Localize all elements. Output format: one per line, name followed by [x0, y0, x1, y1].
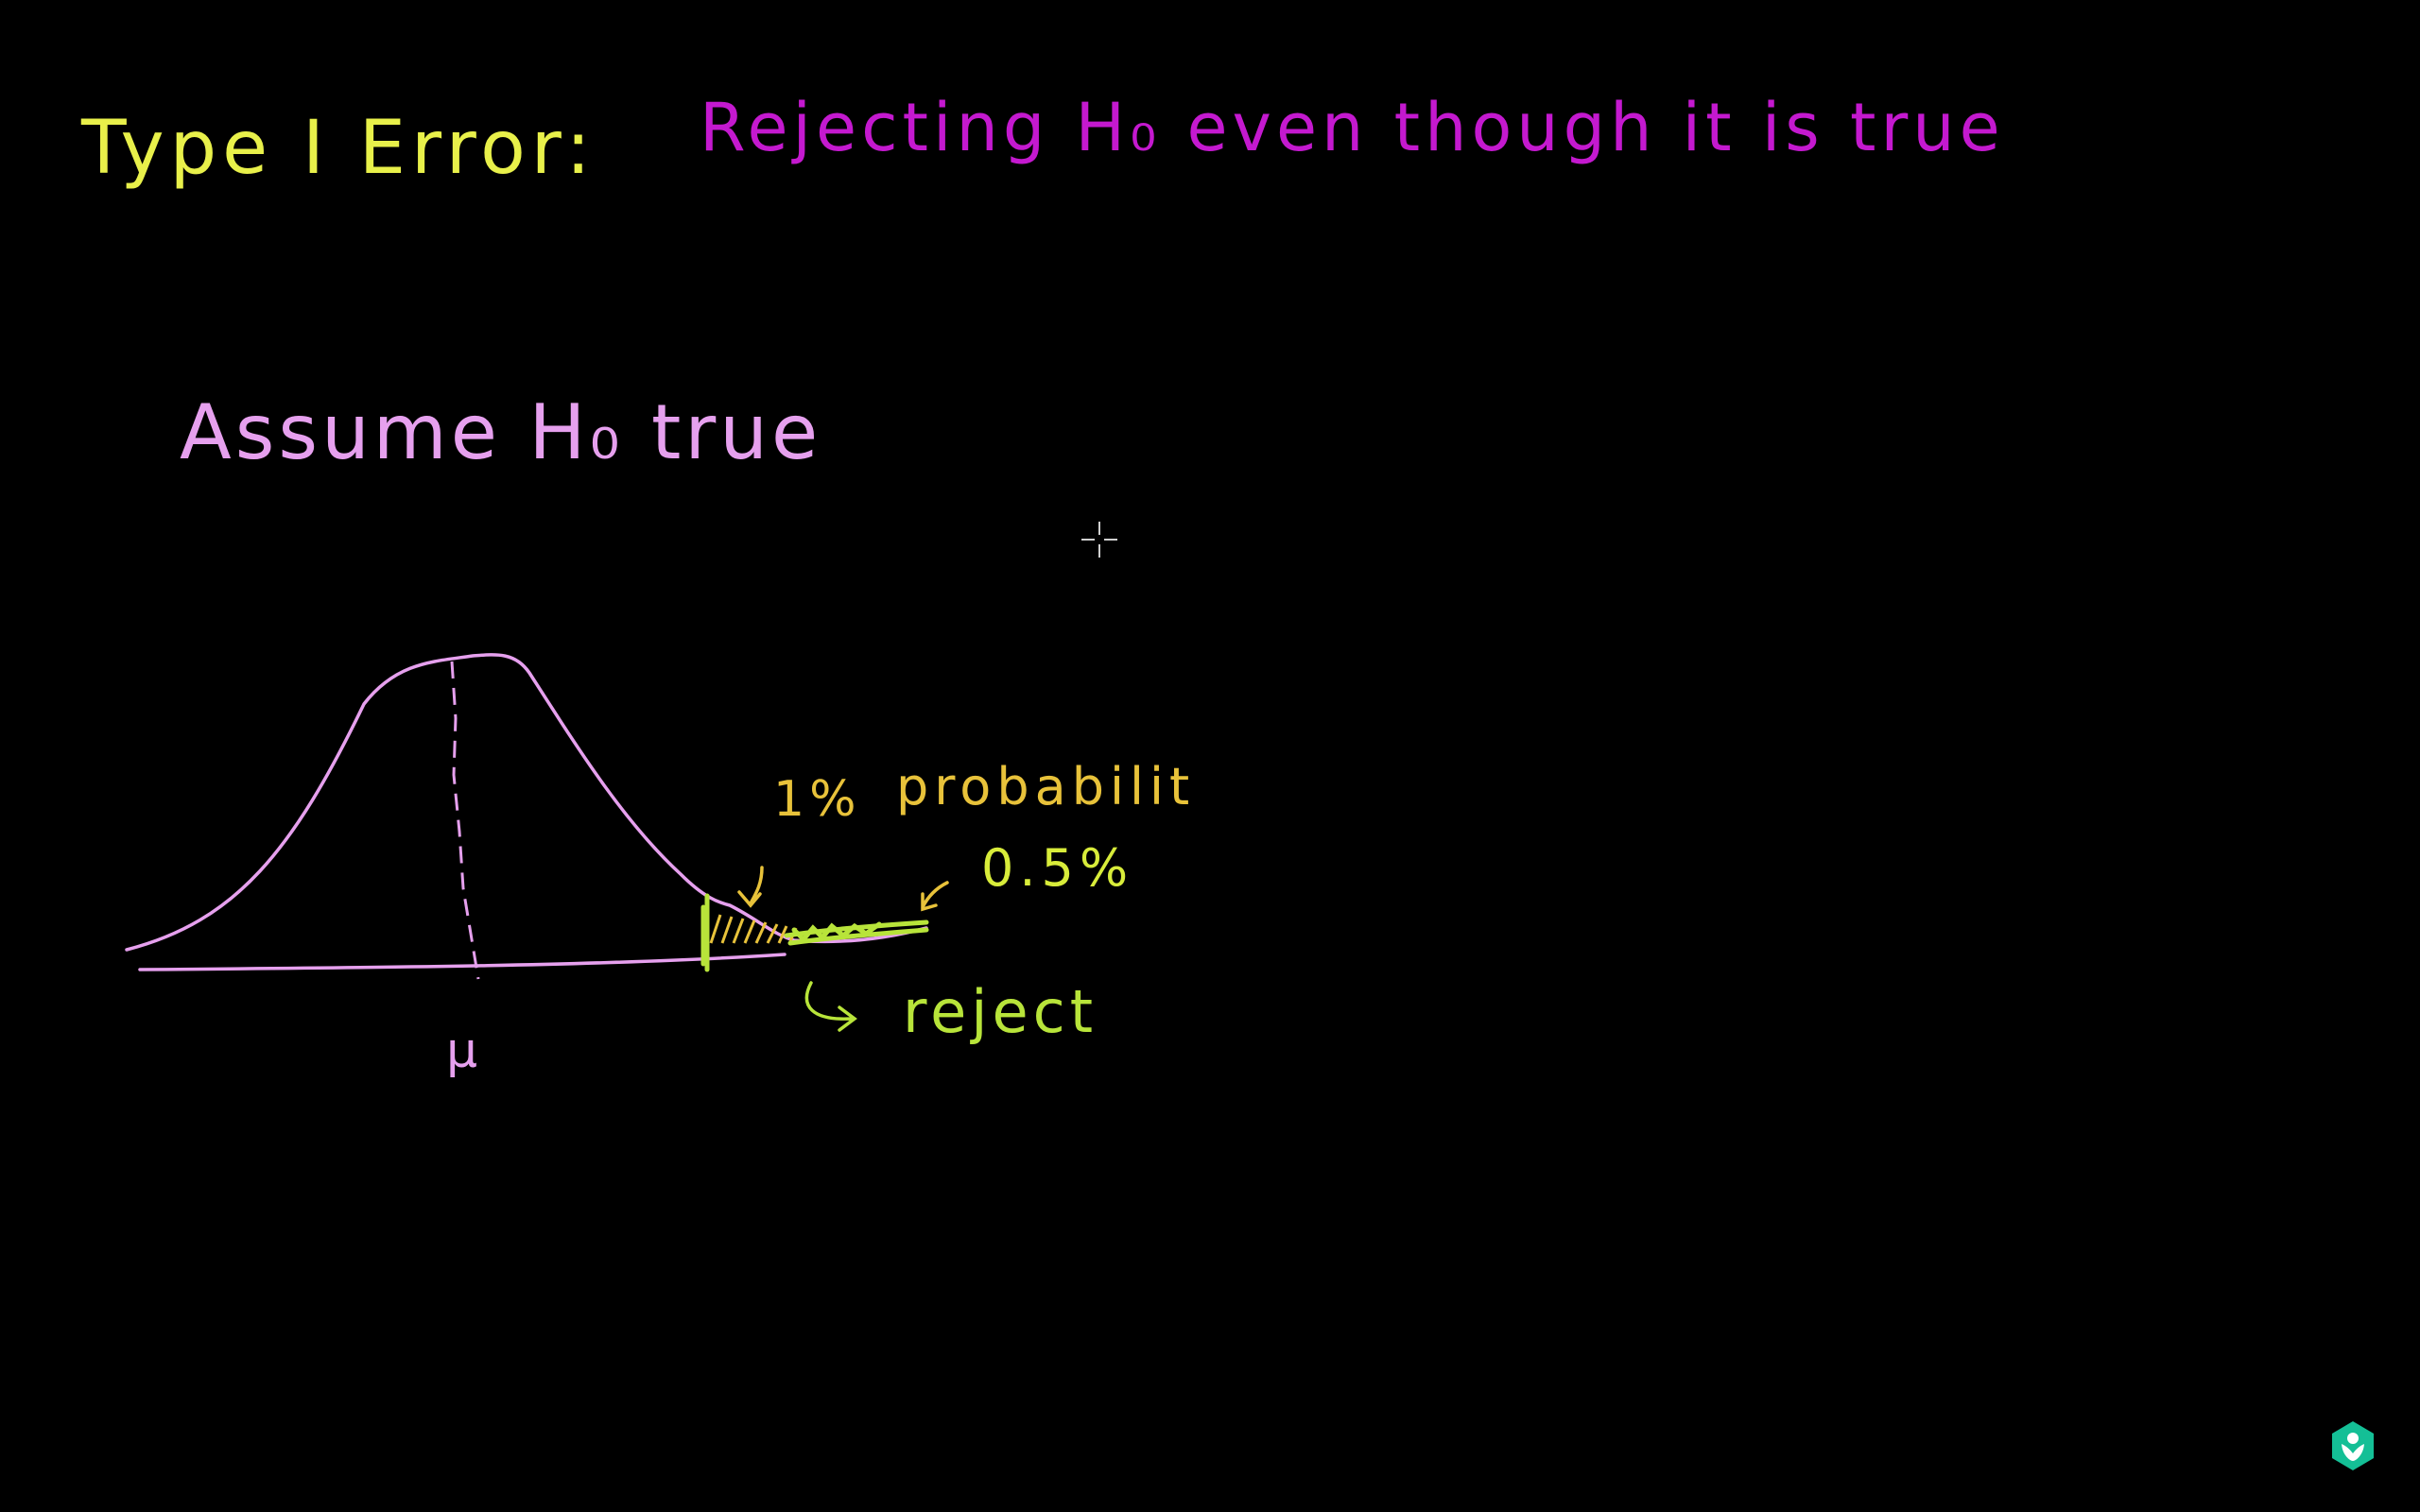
tail-total-label: 1% [773, 771, 861, 828]
crosshair-cursor-icon [1081, 522, 1117, 558]
assumption-text: Assume H₀ true [180, 388, 822, 476]
tail-shading [709, 914, 798, 944]
title-term: Type I Error: [81, 106, 596, 191]
arrow-to-tail [737, 866, 764, 908]
arrow-to-reject [804, 981, 857, 1032]
title-definition: Rejecting H₀ even though it is true [700, 89, 2005, 166]
arrow-to-half-tail [921, 881, 949, 912]
mean-label: μ [446, 1022, 478, 1079]
reject-label: reject [903, 977, 1098, 1046]
mean-line [450, 661, 480, 980]
x-axis [138, 953, 786, 971]
tail-half-label: 0.5% [981, 838, 1134, 898]
reject-region [700, 893, 929, 972]
khan-academy-logo-icon [2332, 1421, 2374, 1470]
probability-label: probabilit [896, 757, 1196, 816]
